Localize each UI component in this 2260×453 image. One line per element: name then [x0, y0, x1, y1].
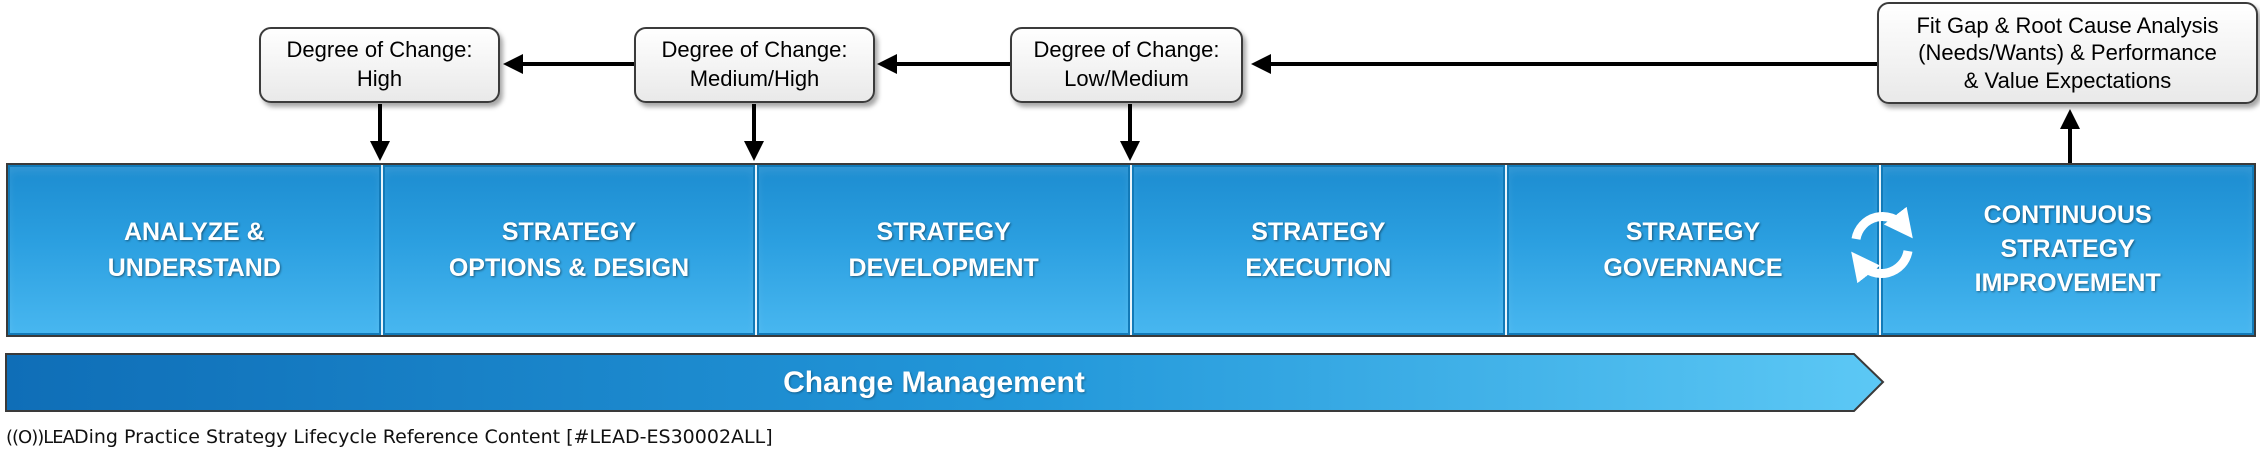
note-fit-gap-line-3: & Value Expectations: [1963, 67, 2172, 93]
change-management-arrow: Change Management: [4, 349, 1887, 416]
note-fit-gap-line-1: Fit Gap & Root Cause Analysis: [1916, 12, 2219, 38]
note-degree-low-medium-line-1: Degree of Change:: [1033, 37, 1220, 63]
phase-label-line: UNDERSTAND: [107, 254, 281, 282]
phase-label-line: STRATEGY: [501, 217, 637, 246]
phase-strategy-options-design: STRATEGY OPTIONS & DESIGN: [380, 165, 756, 335]
note-degree-low-medium-line-2: Low/Medium: [1064, 66, 1189, 91]
phase-label-line: GOVERNANCE: [1603, 254, 1783, 282]
note-degree-high-line-1: Degree of Change:: [286, 37, 473, 63]
phase-label-line: DEVELOPMENT: [848, 254, 1039, 282]
phase-label-line: EXECUTION: [1245, 254, 1392, 282]
phase-continuous-strategy-improvement: CONTINUOUS STRATEGY IMPROVEMENT: [1879, 165, 2255, 335]
note-degree-low-medium: Degree of Change: Low/Medium: [1010, 27, 1243, 103]
phase-label-line: OPTIONS & DESIGN: [448, 254, 690, 282]
note-degree-high: Degree of Change: High: [259, 27, 500, 103]
note-degree-medium-high: Degree of Change: Medium/High: [634, 27, 875, 103]
phase-analyze-understand: ANALYZE & UNDERSTAND: [8, 165, 381, 335]
lifecycle-phase-band: ANALYZE & UNDERSTAND STRATEGY OPTIONS & …: [6, 163, 2256, 337]
phase-strategy-development: STRATEGY DEVELOPMENT: [755, 165, 1131, 335]
leading-practice-logo: ((O))LEA: [6, 426, 75, 448]
phase-label-line: IMPROVEMENT: [1974, 268, 2161, 297]
footer-text: Ding Practice Strategy Lifecycle Referen…: [73, 426, 773, 448]
phase-label-line: STRATEGY: [1251, 217, 1386, 246]
phase-label-line: ANALYZE &: [123, 217, 265, 246]
phase-label-line: CONTINUOUS: [1983, 201, 2152, 230]
phase-label-line: STRATEGY: [1625, 217, 1761, 246]
note-degree-high-line-2: High: [356, 66, 403, 91]
footer-caption: ((O))LEA Ding Practice Strategy Lifecycl…: [6, 423, 773, 451]
note-degree-medium-high-line-1: Degree of Change:: [661, 37, 848, 63]
change-management-arrow-shape: [5, 353, 1885, 412]
change-management-label: Change Management: [783, 365, 1085, 399]
phase-label-line: STRATEGY: [876, 217, 1011, 246]
note-degree-medium-high-line-2: Medium/High: [689, 66, 820, 91]
note-fit-gap-analysis: Fit Gap & Root Cause Analysis (Needs/Wan…: [1877, 2, 2258, 104]
refresh-cycle-icon: [1851, 206, 1913, 284]
note-fit-gap-line-2: (Needs/Wants) & Performance: [1918, 40, 2217, 66]
phase-label-line: STRATEGY: [2000, 235, 2135, 264]
phase-strategy-execution: STRATEGY EXECUTION: [1130, 165, 1505, 335]
phase-strategy-governance: STRATEGY GOVERNANCE: [1504, 165, 1880, 335]
